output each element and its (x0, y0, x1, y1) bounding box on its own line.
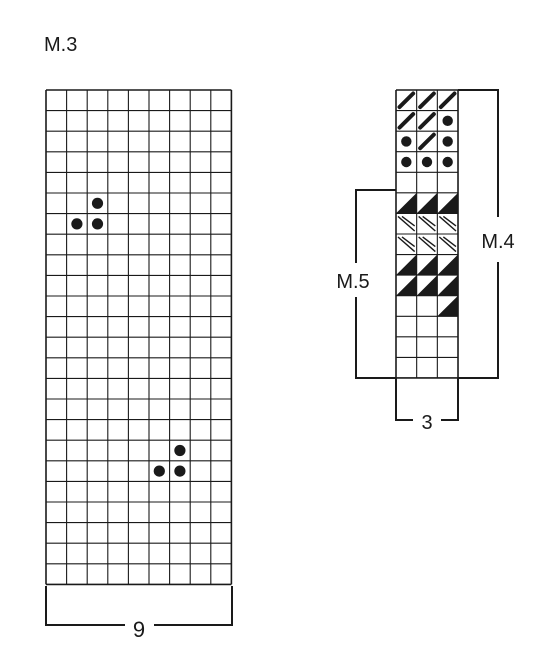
slash-symbol (397, 112, 416, 130)
main-chart-grid (45, 89, 233, 586)
triangle-symbol (437, 254, 459, 276)
dot-symbol (91, 197, 104, 209)
dot-symbol (401, 136, 412, 147)
backslash-symbol (438, 236, 457, 253)
backslash-symbol (422, 215, 436, 227)
side-width-label: 3 (421, 412, 432, 434)
triangle-symbol (396, 254, 417, 276)
main-chart-title: M.3 (44, 34, 77, 56)
backslash-symbol (418, 215, 436, 232)
slash-symbol (397, 91, 416, 110)
backslash-symbol (442, 215, 457, 227)
backslash-symbol (438, 215, 457, 232)
dot-symbol (174, 465, 186, 477)
triangle-symbol (416, 275, 438, 296)
triangle-symbol (437, 295, 459, 317)
slash-symbol (418, 132, 436, 151)
m5-bracket (355, 189, 396, 379)
m4-label: M.4 (481, 231, 514, 253)
triangle-symbol (396, 275, 417, 296)
dot-symbol (442, 115, 453, 127)
main-width-bracket (45, 586, 233, 626)
slash-symbol (418, 91, 436, 110)
triangle-symbol (416, 192, 438, 214)
dot-symbol (174, 444, 186, 457)
main-chart-symbols (71, 197, 186, 477)
backslash-symbol (418, 236, 436, 253)
side-width-bracket (395, 378, 459, 421)
backslash-symbol (442, 236, 457, 248)
backslash-symbol (397, 236, 416, 253)
dot-symbol (91, 218, 104, 230)
dot-symbol (401, 156, 412, 168)
dot-symbol (442, 156, 453, 168)
side-chart-symbols (396, 91, 459, 317)
dot-symbol (421, 156, 433, 168)
dot-symbol (153, 465, 165, 477)
m4-bracket (458, 89, 499, 379)
slash-symbol (418, 112, 436, 130)
main-width-label: 9 (133, 617, 145, 642)
backslash-symbol (422, 236, 436, 248)
backslash-symbol (401, 236, 416, 248)
backslash-symbol (401, 215, 416, 227)
side-chart-grid (395, 89, 459, 379)
backslash-symbol (397, 215, 416, 232)
triangle-symbol (396, 192, 417, 214)
dot-symbol (442, 136, 453, 147)
triangle-symbol (437, 192, 459, 214)
triangle-symbol (416, 254, 438, 276)
triangle-symbol (437, 275, 459, 296)
dot-symbol (71, 218, 83, 230)
m5-label: M.5 (336, 271, 369, 293)
slash-symbol (438, 91, 457, 110)
